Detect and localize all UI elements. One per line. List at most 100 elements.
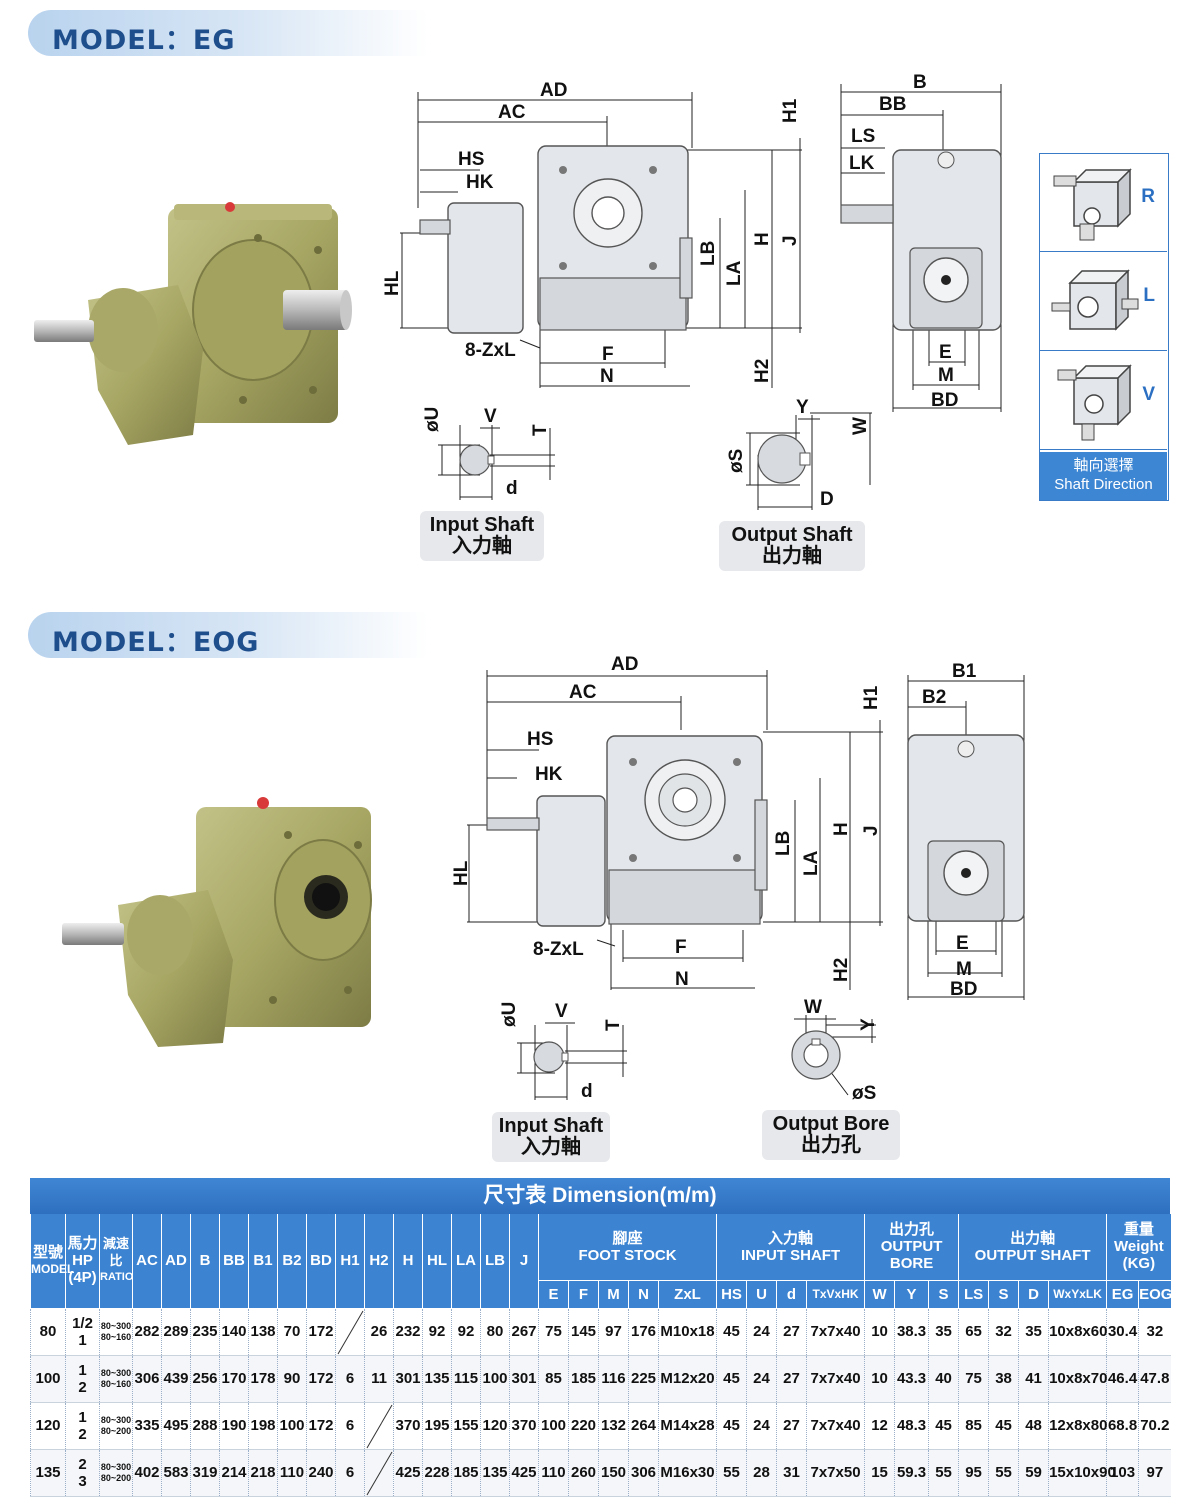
eog-label-y: Y [858, 1018, 879, 1031]
eog-output-bore-drawing: W Y øS [791, 997, 879, 1104]
th-sub-n: N [628, 1280, 659, 1309]
table-cell: 100 [480, 1355, 510, 1403]
th-b2: B2 [277, 1214, 307, 1309]
table-cell: 150 [598, 1449, 629, 1497]
eog-label-b2: B2 [922, 687, 946, 708]
eog-label-la: LA [801, 850, 822, 876]
table-cell: M12x20 [658, 1355, 717, 1403]
model-eg-tab: MODEL：EG [28, 10, 428, 56]
table-cell: 27 [776, 1355, 807, 1403]
shaft-direction-r[interactable]: R [1040, 154, 1167, 252]
table-cell: M10x18 [658, 1308, 717, 1356]
table-cell: 402 [132, 1449, 162, 1497]
eg-label-d-small: d [506, 478, 518, 499]
table-cell: 306 [628, 1449, 659, 1497]
dimension-table-title: 尺寸表 Dimension(m/m) [30, 1178, 1170, 1214]
table-cell: 425 [509, 1449, 539, 1497]
table-cell: 47.8 [1138, 1355, 1171, 1403]
shaft-direction-v[interactable]: V [1040, 352, 1167, 450]
eg-label-d: D [820, 489, 834, 510]
th-sub-wxyxlk: WxYxLK [1048, 1280, 1107, 1309]
eog-label-zxl: 8-ZxL [533, 939, 584, 960]
model-eog-title: MODEL：EOG [52, 627, 260, 658]
th-ac: AC [132, 1214, 162, 1309]
table-cell: 15 [864, 1449, 895, 1497]
table-cell: 92 [422, 1308, 452, 1356]
th-sub-ls: LS [958, 1280, 989, 1309]
table-cell: 12 [864, 1402, 895, 1450]
eog-label-d-small: d [581, 1081, 593, 1102]
table-cell: 27 [776, 1308, 807, 1356]
table-cell: 103 [1106, 1449, 1139, 1497]
table-cell: 264 [628, 1402, 659, 1450]
table-cell: 306 [132, 1355, 162, 1403]
eog-label-b1: B1 [952, 661, 977, 682]
table-cell: 301 [393, 1355, 423, 1403]
table-cell: 172 [306, 1355, 336, 1403]
table-cell: 97 [1138, 1449, 1171, 1497]
table-cell: 26 [364, 1308, 394, 1356]
table-cell: 11 [364, 1355, 394, 1403]
table-cell: 138 [248, 1308, 278, 1356]
eg-label-w: W [850, 417, 871, 435]
th-sub-eog: EOG [1138, 1280, 1172, 1309]
table-cell: 439 [161, 1355, 191, 1403]
th-sub-d: d [776, 1280, 807, 1309]
eog-label-h: H [831, 822, 852, 836]
table-cell: 55 [928, 1449, 959, 1497]
table-cell: 135 [422, 1355, 452, 1403]
table-cell: 116 [598, 1355, 629, 1403]
eg-label-ls: LS [851, 126, 875, 147]
th-sub-u: U [746, 1280, 777, 1309]
eg-label-t: T [530, 424, 551, 436]
table-cell: 45 [716, 1402, 747, 1450]
eg-label-v: V [484, 406, 497, 427]
eg-side-view-drawing: B BB LS LK E M BD [840, 72, 1002, 412]
table-cell: 32 [1138, 1308, 1171, 1356]
table-cell: 70 [277, 1308, 307, 1356]
gearbox-r-icon [1053, 168, 1132, 241]
table-cell: 110 [538, 1449, 569, 1497]
th-sub-hs: HS [716, 1280, 747, 1309]
table-cell: 185 [568, 1355, 599, 1403]
table-cell: 70.2 [1138, 1402, 1171, 1450]
table-cell: 176 [628, 1308, 659, 1356]
th-bb: BB [219, 1214, 249, 1309]
table-cell: 59.3 [894, 1449, 929, 1497]
table-cell: 135 [30, 1449, 66, 1497]
eog-label-t: T [603, 1019, 624, 1031]
table-cell: 97 [598, 1308, 629, 1356]
table-cell [364, 1402, 394, 1450]
shaft-direction-l[interactable]: L [1040, 253, 1167, 351]
eg-label-lb: LB [698, 241, 719, 266]
th-sub-y: Y [894, 1280, 929, 1309]
table-cell: 90 [277, 1355, 307, 1403]
eog-input-shaft-drawing: øU V T d [499, 1001, 627, 1102]
eog-label-u: øU [499, 1002, 520, 1027]
eog-label-w: W [804, 997, 822, 1018]
eg-label-f: F [602, 344, 614, 365]
model-eog-tab: MODEL：EOG [28, 612, 428, 658]
eg-label-h1: H1 [780, 98, 801, 123]
table-cell: 495 [161, 1402, 191, 1450]
table-cell: 132 [598, 1402, 629, 1450]
table-cell: 38 [988, 1355, 1019, 1403]
th-sub-s: S [928, 1280, 959, 1309]
table-cell: 370 [393, 1402, 423, 1450]
eog-label-h2: H2 [831, 958, 852, 982]
eog-label-m: M [956, 959, 972, 980]
table-cell [335, 1308, 365, 1356]
